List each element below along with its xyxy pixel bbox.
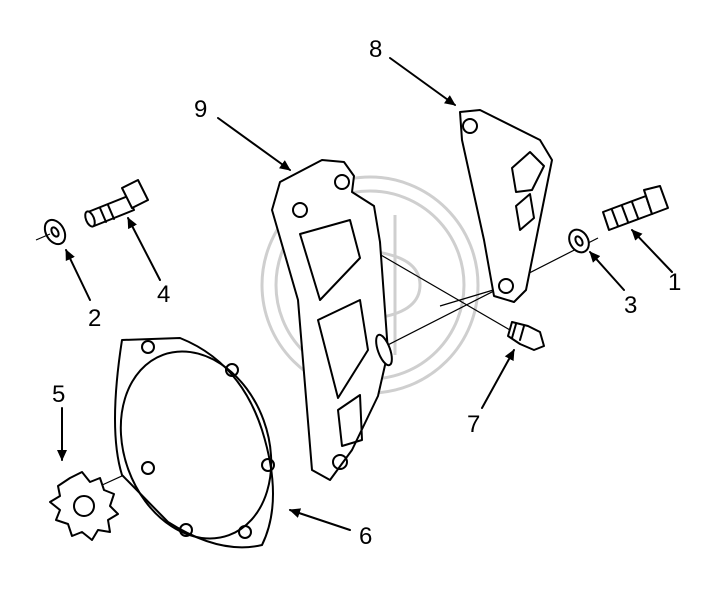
part-4-stud — [84, 179, 149, 228]
callout-3: 3 — [624, 292, 637, 319]
part-8-plate — [459, 109, 553, 303]
part-1-bolt — [602, 185, 669, 231]
callout-1: 1 — [668, 269, 681, 296]
callout-9: 9 — [194, 96, 207, 123]
part-6-gasket-plate — [114, 337, 275, 549]
callout-6: 6 — [359, 523, 372, 550]
part-2-washer — [35, 218, 67, 246]
callout-7: 7 — [467, 411, 480, 438]
part-9-bracket — [271, 159, 393, 481]
callout-8: 8 — [369, 36, 382, 63]
part-3-washer — [568, 228, 590, 254]
leader-arrows — [57, 57, 673, 531]
part-7-fitting — [507, 321, 545, 351]
callout-2: 2 — [88, 305, 101, 332]
callout-4: 4 — [157, 281, 170, 308]
part-5-star-coupling — [49, 471, 119, 541]
callout-5: 5 — [52, 381, 65, 408]
